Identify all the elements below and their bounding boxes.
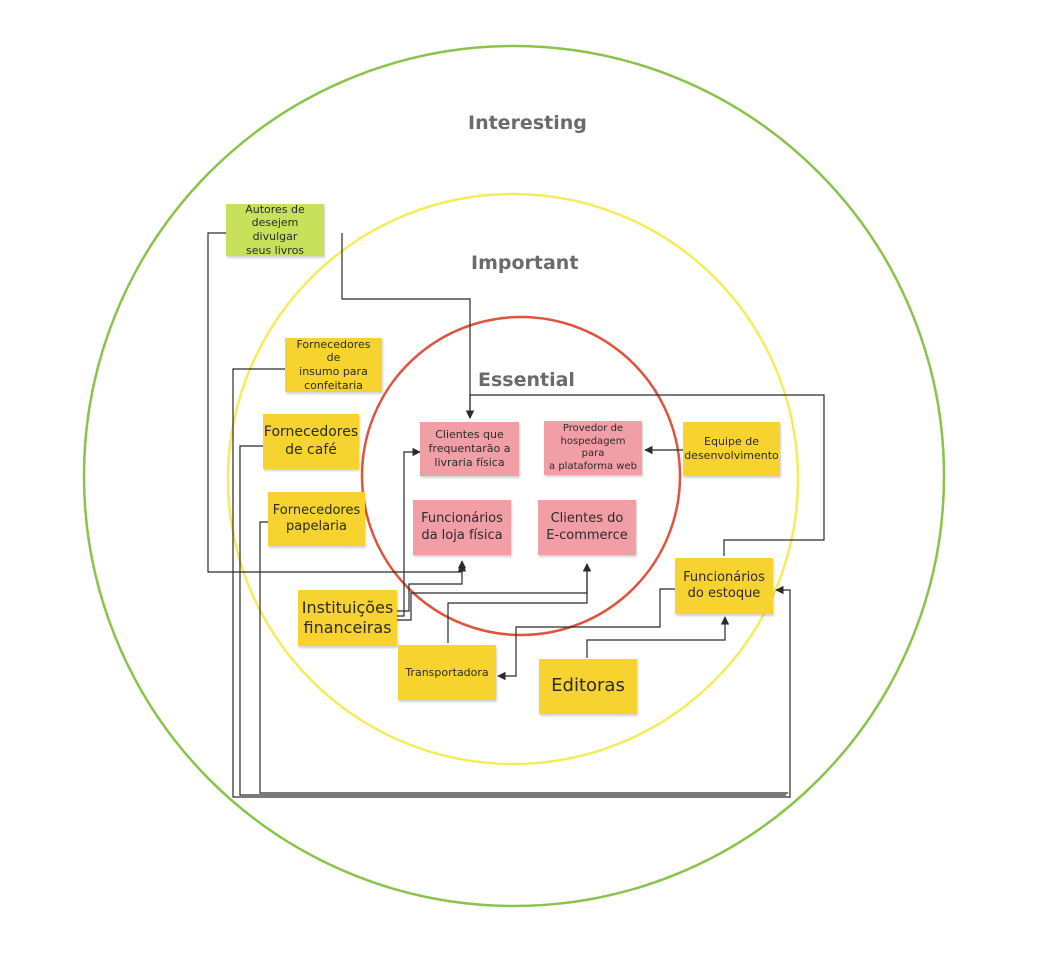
connector-instituicoes-funcionarios-loja — [397, 563, 467, 612]
important-ring — [226, 192, 800, 766]
connector-papelaria-estoque — [259, 521, 788, 794]
note-clientes-livraria[interactable]: Clientes que frequentarão a livraria fís… — [420, 422, 519, 476]
note-equipe-desenvolvimento-text: Equipe de desenvolvimento — [684, 435, 779, 462]
note-autores-text: Autores de desejem divulgar seus livros — [245, 202, 305, 257]
connectors — [207, 232, 825, 798]
connector-transportadora-ecommerce — [447, 563, 592, 643]
note-fornecedores-insumo-text: Fornecedores de insumo para confeitaria — [296, 337, 371, 392]
note-instituicoes-financeiras-text: Instituições financeiras — [301, 598, 394, 637]
essential-ring — [360, 315, 682, 637]
note-funcionarios-estoque[interactable]: Funcionários do estoque — [675, 558, 773, 614]
connector-estoque-clientes — [465, 394, 825, 556]
ring-label-essential: Essential — [478, 369, 575, 391]
connector-autores-clientes — [341, 233, 475, 419]
ring-label-interesting: Interesting — [468, 112, 587, 134]
note-editoras-text: Editoras — [551, 675, 625, 697]
note-clientes-ecommerce[interactable]: Clientes do E-commerce — [538, 500, 636, 555]
note-fornecedores-papelaria-text: Fornecedores papelaria — [272, 502, 361, 534]
note-clientes-ecommerce-text: Clientes do E-commerce — [546, 511, 628, 543]
note-equipe-desenvolvimento[interactable]: Equipe de desenvolvimento — [683, 422, 780, 476]
note-instituicoes-financeiras[interactable]: Instituições financeiras — [298, 590, 397, 646]
note-funcionarios-loja-text: Funcionários da loja física — [421, 511, 503, 543]
note-fornecedores-papelaria[interactable]: Fornecedores papelaria — [268, 492, 365, 546]
connector-instituicoes-clientes — [397, 447, 421, 617]
note-clientes-livraria-text: Clientes que frequentarão a livraria fís… — [428, 428, 511, 469]
ring-label-important: Important — [471, 252, 579, 274]
note-fornecedores-insumo[interactable]: Fornecedores de insumo para confeitaria — [285, 338, 382, 392]
note-funcionarios-loja[interactable]: Funcionários da loja física — [413, 500, 511, 555]
note-fornecedores-cafe-text: Fornecedores de café — [263, 424, 359, 458]
note-provedor-hospedagem[interactable]: Provedor de hospedagem para a plataforma… — [544, 421, 642, 475]
note-transportadora[interactable]: Transportadora — [398, 645, 496, 700]
note-provedor-hospedagem-text: Provedor de hospedagem para a plataforma… — [549, 423, 637, 472]
note-funcionarios-estoque-text: Funcionários do estoque — [683, 569, 765, 601]
note-editoras[interactable]: Editoras — [539, 659, 637, 714]
connector-insumo-estoque — [232, 368, 791, 798]
connector-estoque-transportadora — [497, 588, 675, 681]
note-transportadora-text: Transportadora — [405, 665, 489, 679]
connector-editoras-estoque — [586, 616, 730, 658]
note-autores[interactable]: Autores de desejem divulgar seus livros — [226, 202, 324, 257]
interesting-ring — [82, 44, 946, 908]
note-fornecedores-cafe[interactable]: Fornecedores de café — [263, 414, 359, 469]
connector-cafe-estoque — [239, 445, 786, 796]
